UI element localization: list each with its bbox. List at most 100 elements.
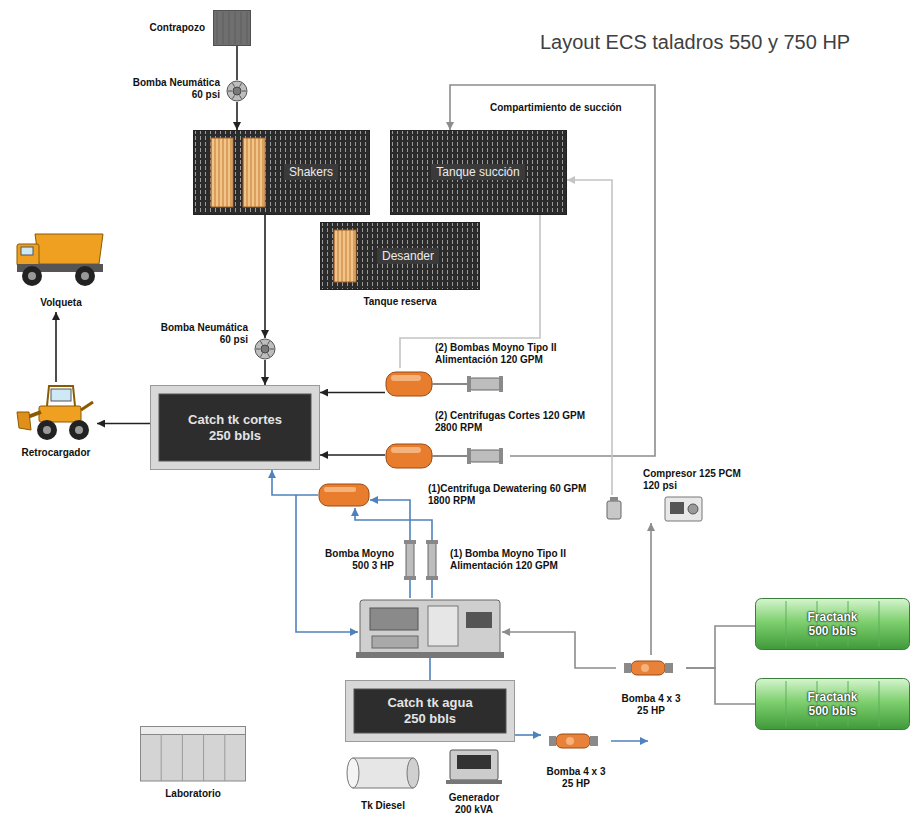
supply-line	[502, 632, 616, 668]
flow-line	[650, 523, 652, 655]
icon-part	[353, 758, 413, 788]
icon-part	[261, 341, 263, 344]
water-line	[611, 740, 648, 742]
tank-icon	[193, 130, 370, 215]
centrifugal-pump: Bomba 4 x 3 25 HP	[541, 728, 611, 794]
equipment-label: (1) Bomba Moyno Tipo II Alimentación 120…	[450, 548, 610, 572]
comp-icon	[603, 495, 703, 523]
flow-line	[55, 312, 57, 382]
box-label: Desander	[377, 248, 439, 264]
icon-part	[75, 426, 83, 434]
icon-part	[610, 497, 618, 501]
icon-part	[879, 601, 880, 647]
moyno-icon	[404, 540, 416, 580]
icon-part	[261, 345, 269, 353]
icon-part	[223, 12, 224, 44]
equipment-label: (1)Centrifuga Dewatering 60 GPM 1800 RPM	[428, 483, 603, 507]
icon-part	[268, 353, 270, 356]
icon-part	[386, 372, 432, 396]
icon-part	[242, 91, 246, 92]
equipment-label: Volqueta	[40, 297, 81, 309]
centrifugal-pump: Bomba 4 x 3 25 HP	[616, 655, 686, 721]
icon-part	[432, 383, 470, 385]
icon-part	[556, 734, 590, 748]
icon-part	[203, 734, 204, 781]
shaker-tank: Shakers	[193, 130, 370, 215]
icon-part	[75, 266, 95, 286]
icon-part	[214, 11, 251, 46]
equipment-label: Tanque reserva	[363, 296, 436, 308]
equipment-label: Contrapozo	[149, 22, 205, 34]
icon-part	[233, 95, 235, 98]
centri-icon	[385, 440, 510, 472]
icon-part	[194, 131, 370, 215]
icon-part	[229, 12, 230, 44]
icon-part	[665, 497, 702, 521]
catch-tank: Catch tk agua 250 bbls	[345, 680, 515, 742]
loader-icon	[15, 382, 97, 442]
icon-part	[756, 679, 910, 730]
box-label: Shakers	[284, 164, 338, 180]
equipment-label: Compresor 125 PCM 120 psi	[643, 468, 753, 492]
icon-part	[240, 95, 242, 98]
equipment-label: (2) Centrifugas Cortes 120 GPM 2800 RPM	[435, 410, 605, 434]
icon-part	[224, 734, 225, 781]
icon-part	[17, 412, 31, 430]
icon-part	[470, 378, 500, 390]
icon-part	[243, 138, 265, 207]
icon-part	[786, 681, 787, 727]
reserve-tank: DesanderTanque reserva	[320, 222, 480, 290]
frac-tank: Fractank 500 bbls	[755, 598, 910, 650]
flow-line	[320, 454, 385, 456]
icon-part	[688, 504, 698, 514]
generator: Generador 200 kVA	[440, 746, 508, 818]
icon-part	[756, 599, 910, 650]
icon-part	[319, 484, 369, 506]
icon-part	[227, 81, 247, 101]
dewatering-centrifuge: (1)Centrifuga Dewatering 60 GPM 1800 RPM	[318, 482, 370, 508]
icon-part	[406, 542, 414, 578]
water-line	[429, 658, 431, 680]
wellhead-cellar: Contrapozo	[213, 10, 251, 46]
icon-part	[47, 386, 75, 406]
unit-tank	[428, 606, 458, 646]
icon-part	[428, 542, 436, 578]
icon-part	[211, 138, 233, 207]
icon-part	[446, 780, 502, 784]
icon-part	[346, 681, 515, 742]
icon-part	[21, 247, 33, 255]
box-label: Tanque succión	[431, 164, 524, 180]
layout-wires	[296, 495, 648, 741]
box-label: Fractank 500 bbls	[798, 610, 868, 639]
icon-part	[22, 266, 42, 286]
icon-part	[217, 12, 218, 44]
box-label: Catch tk agua 250 bbls	[375, 695, 485, 726]
icon-part	[549, 736, 556, 746]
icon-part	[81, 402, 93, 410]
equipment-label: Bomba Neumática 60 psi	[130, 77, 220, 101]
icon-part	[391, 375, 421, 381]
icon-part	[354, 689, 506, 733]
icon-part	[324, 487, 356, 492]
icon-part	[786, 601, 787, 647]
icon-part	[17, 244, 39, 266]
icon-part	[233, 83, 235, 86]
icon-part	[255, 339, 275, 359]
flow-line	[264, 215, 266, 338]
unit-body	[360, 600, 500, 655]
pneu-icon	[226, 80, 248, 102]
water-line	[409, 580, 411, 598]
icon-part	[426, 576, 438, 580]
pneu-icon	[254, 338, 276, 360]
icon-part	[467, 448, 471, 464]
icon-part	[28, 272, 36, 280]
dew-icon	[318, 482, 370, 508]
catch-tank: Catch tk cortes 250 bbls	[150, 385, 320, 470]
equipment-label: Bomba Neumática 60 psi	[158, 322, 248, 346]
flow-line	[686, 626, 755, 668]
icon-part	[641, 664, 649, 672]
icon-part	[391, 447, 421, 453]
unit-panel	[370, 608, 418, 630]
water-line	[431, 580, 433, 598]
compressor: Compresor 125 PCM 120 psi	[603, 495, 703, 523]
